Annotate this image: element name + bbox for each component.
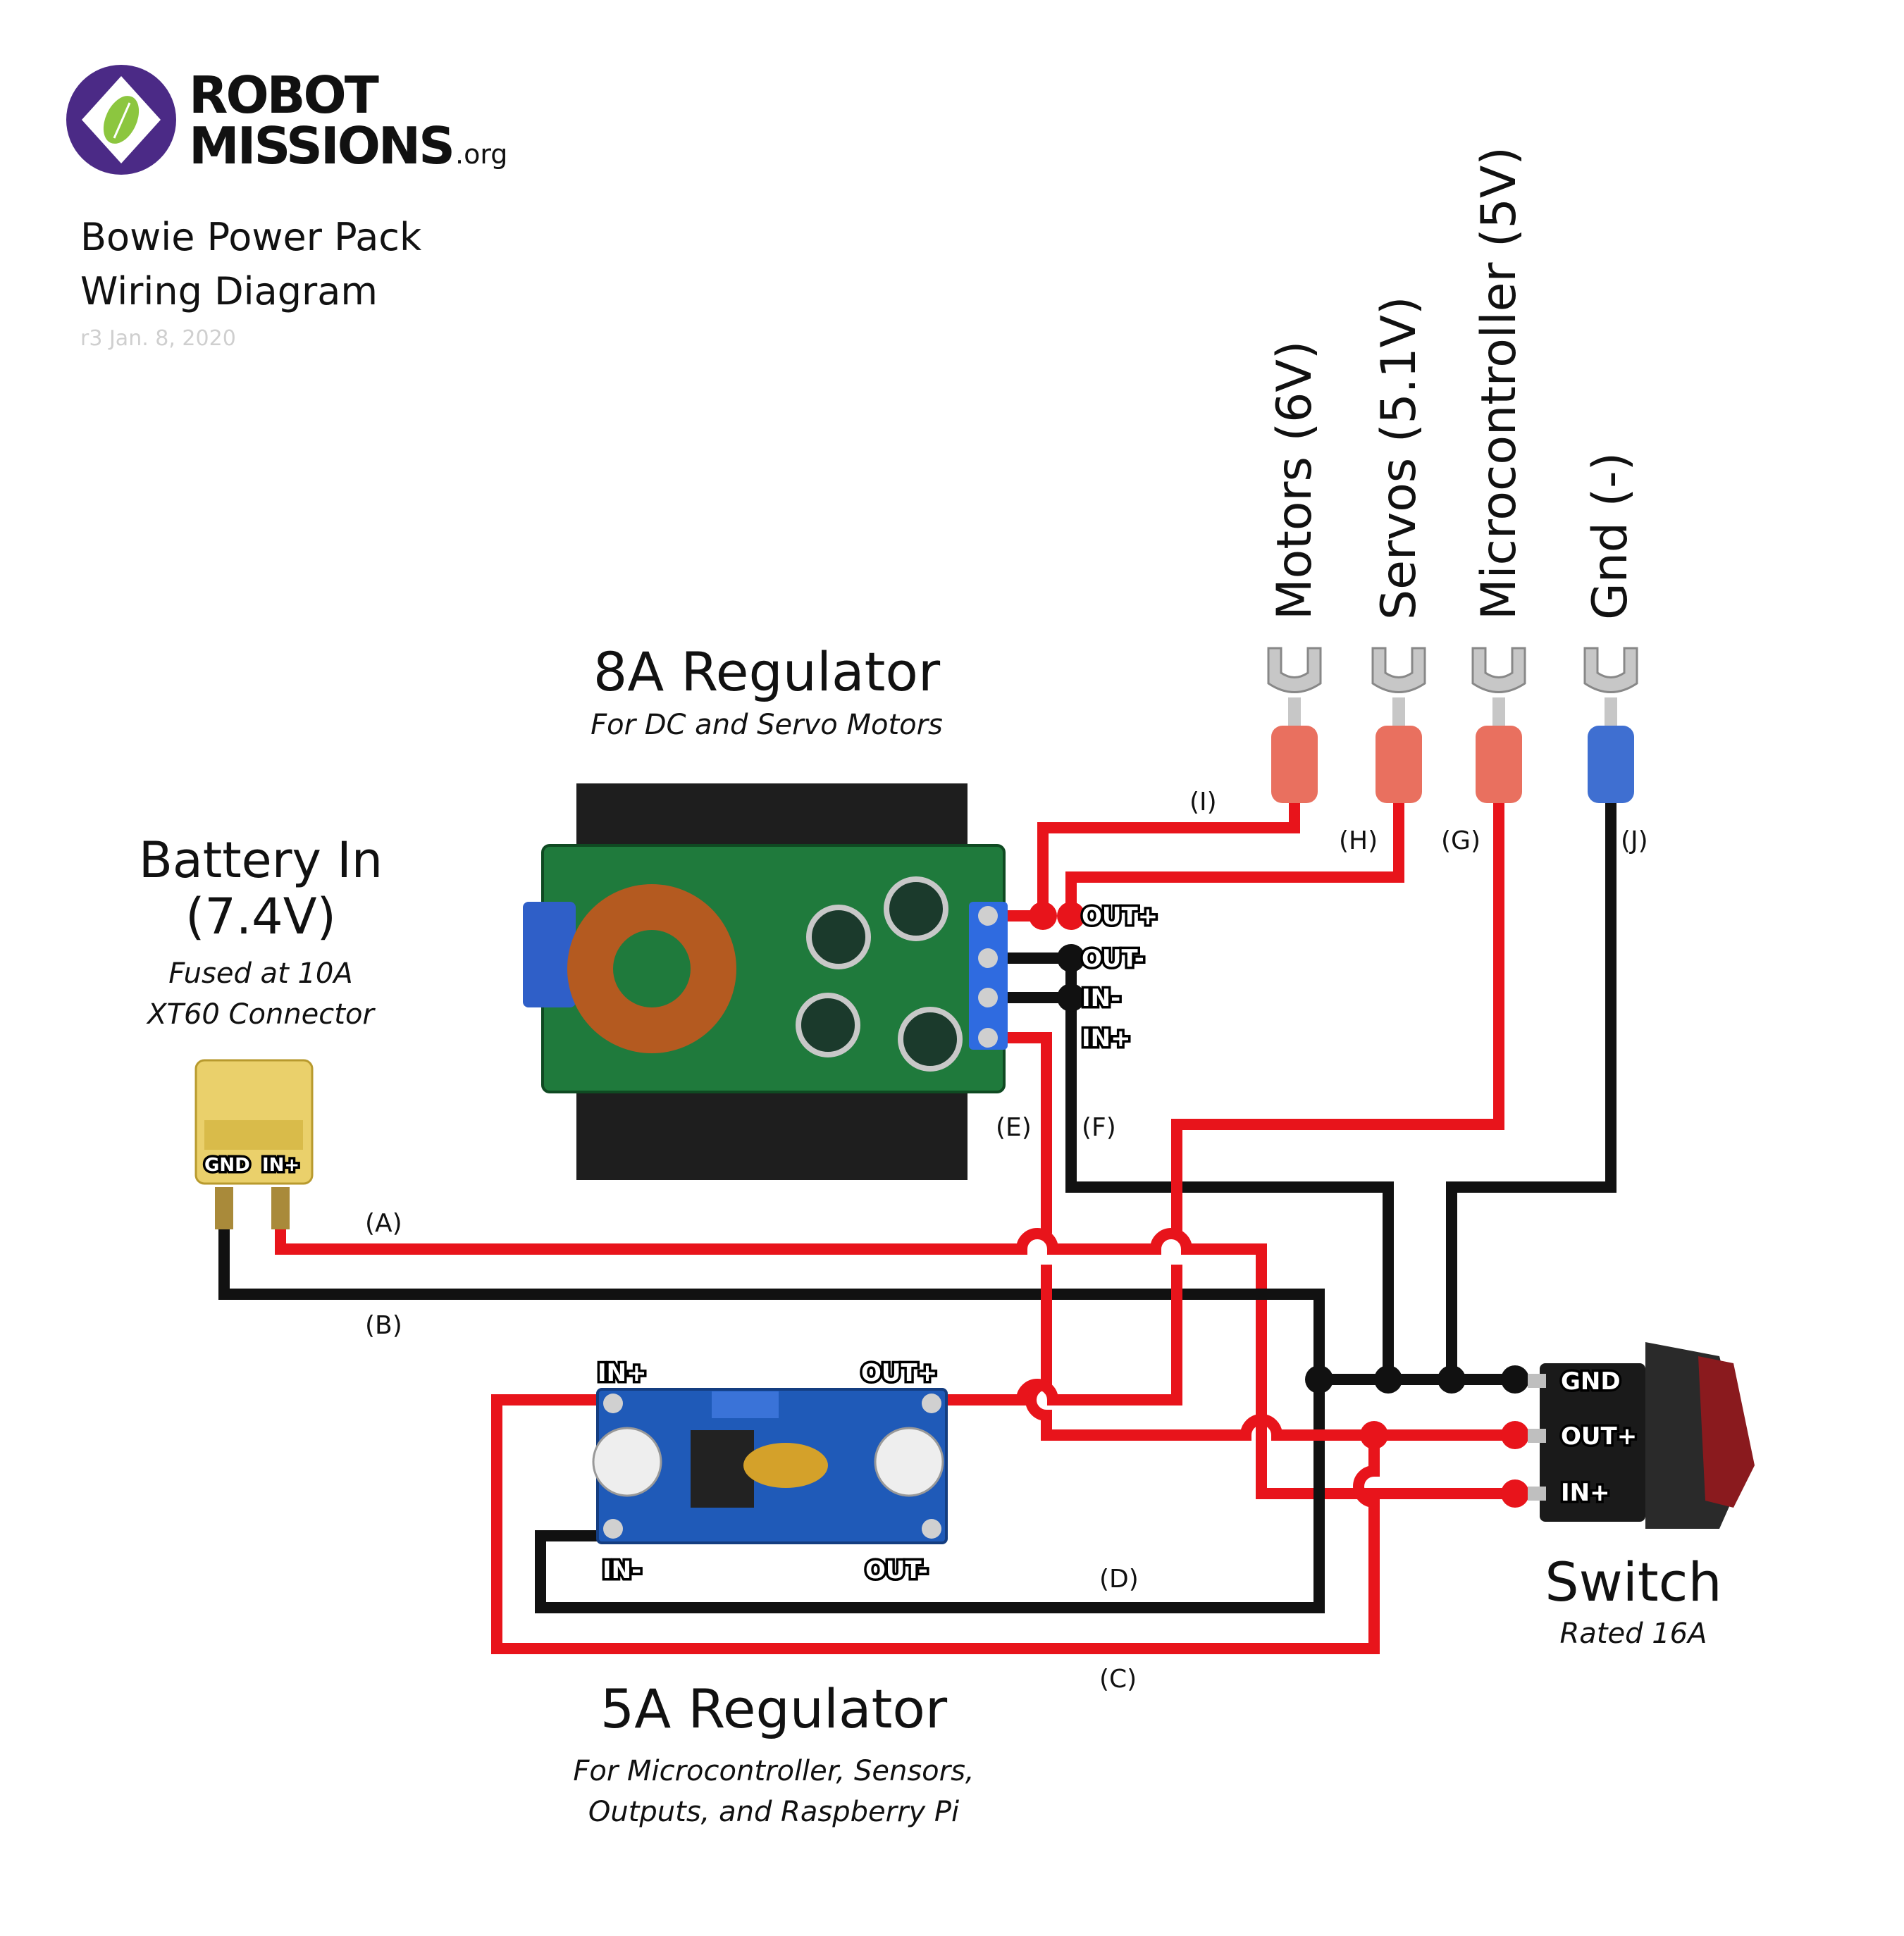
junction-dot [1360,1421,1388,1449]
wire-d [535,1379,1325,1613]
switch-note: Rated 16A [1560,1618,1707,1650]
junction-dot [1438,1365,1466,1394]
lug-ground: Gnd (-) [1583,452,1638,803]
reg8a-pin-out-plus: OUT+ [1082,902,1158,931]
rocker-switch-icon [1528,1342,1755,1529]
reg8a-pin-out-minus: OUT- [1082,945,1144,973]
wire-b [218,1187,1515,1385]
output-label-ground: Gnd (-) [1583,452,1638,620]
junction-dot [1029,902,1057,930]
battery-note2: XT60 Connector [146,998,376,1031]
battery-title2: (7.4V) [185,888,336,945]
battery-note1: Fused at 10A [168,957,352,990]
wire-a [275,1187,1515,1499]
wire-label-b: (B) [365,1311,402,1340]
brand-suffix: .org [455,139,507,170]
reg5a-pin-out-minus: OUT- [865,1556,928,1584]
battery-title1: Battery In [139,831,383,889]
reg5a-pin-out-plus: OUT+ [861,1359,937,1387]
switch-pin-out: OUT+ [1561,1422,1637,1451]
title-line1: Bowie Power Pack [80,215,422,259]
reg5a-note1: For Microcontroller, Sensors, [573,1755,974,1787]
reg8a-title: 8A Regulator [593,640,941,703]
reg8a-pin-in-plus: IN+ [1082,1024,1131,1053]
reg5a-note2: Outputs, and Raspberry Pi [588,1796,959,1828]
reg8a-pin-in-minus: IN- [1082,984,1120,1012]
junction-dot [1501,1421,1529,1449]
logo: ROBOT MISSIONS .org [66,65,507,175]
brand-line2: MISSIONS [189,116,453,175]
lug-microcontroller: Microcontroller (5V) [1471,147,1527,803]
battery-connector: Battery In (7.4V) Fused at 10A XT60 Conn… [139,831,383,1229]
junction-dots [1029,902,1529,1508]
junction-dot [1305,1365,1333,1394]
junction-dot [1057,944,1085,972]
wire-label-j: (J) [1621,826,1648,855]
wire-c [491,1394,1380,1654]
wire-labels: (A) (B) (C) (D) (E) (F) (I) (H) (G) (J) [365,788,1648,1694]
output-label-microcontroller: Microcontroller (5V) [1471,147,1527,620]
switch-pin-in: IN+ [1561,1479,1610,1507]
wire-j [1446,803,1616,1379]
output-label-motors: Motors (6V) [1267,341,1323,620]
junction-dot [1057,983,1085,1012]
lug-motors: Motors (6V) [1267,341,1323,803]
brand-line1: ROBOT [189,66,379,125]
regulator-5a-board-icon [592,1388,948,1544]
wire-f [1006,953,1394,1379]
reg5a-title: 5A Regulator [600,1677,948,1740]
title-line2: Wiring Diagram [80,269,378,314]
battery-pin-gnd: GND [204,1155,250,1176]
wire-h [1065,803,1404,916]
spade-terminal-icon [1471,647,1526,803]
junction-dot [1057,902,1085,930]
battery-pin-in: IN+ [262,1155,299,1176]
wire-label-g: (G) [1441,826,1480,855]
rocker-switch: GND OUT+ IN+ Switch Rated 16A [1528,1342,1755,1650]
output-label-servos: Servos (5.1V) [1371,296,1427,620]
junction-dot [1374,1365,1402,1394]
wire-label-e: (E) [996,1113,1032,1142]
spade-terminal-icon [1267,647,1322,803]
wire-label-f: (F) [1082,1113,1116,1142]
switch-title: Switch [1545,1551,1721,1613]
wire-g [944,803,1504,1406]
spade-terminal-icon [1583,647,1638,803]
wires [218,803,1616,1654]
wire-label-a: (A) [365,1209,402,1238]
spade-terminal-icon [1371,647,1426,803]
wire-label-c: (C) [1099,1665,1137,1694]
wire-i [1006,803,1300,922]
xt60-connector-icon [194,1059,314,1229]
wire-label-h: (H) [1339,826,1378,855]
junction-dot [1501,1365,1529,1394]
wire-e [1006,1032,1515,1441]
revision-text: r3 Jan. 8, 2020 [80,326,236,351]
reg5a-pin-in-plus: IN+ [598,1359,647,1387]
regulator-8a-board-icon [523,783,1008,1180]
reg5a-pin-in-minus: IN- [602,1556,641,1584]
junction-dot [1501,1479,1529,1508]
regulator-8a: 8A Regulator For DC and Servo Motors [523,640,1161,1180]
leaf-icon [82,76,161,163]
reg8a-note: For DC and Servo Motors [591,709,943,741]
switch-pin-gnd: GND [1561,1367,1621,1396]
wire-label-i: (I) [1189,788,1217,817]
wire-label-d: (D) [1099,1565,1139,1594]
regulator-5a: IN+ OUT+ IN- OUT- 5A Regulator For Micro… [573,1357,974,1829]
output-lugs: Motors (6V) Servos (5.1V) Microcontrolle… [1267,147,1638,803]
lug-servos: Servos (5.1V) [1371,296,1427,803]
